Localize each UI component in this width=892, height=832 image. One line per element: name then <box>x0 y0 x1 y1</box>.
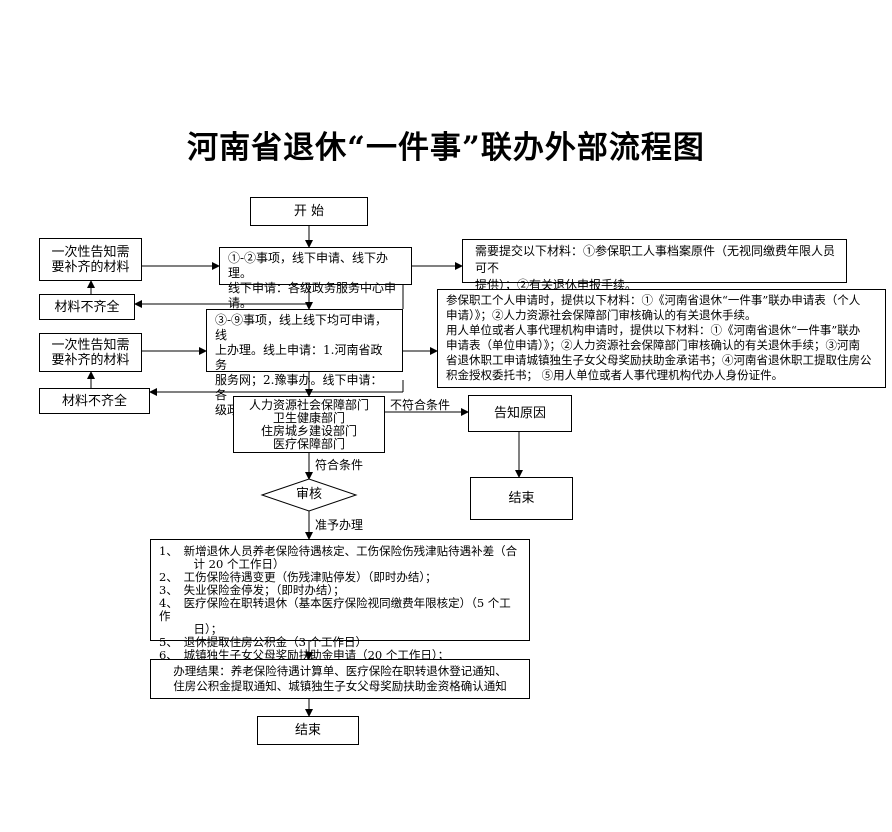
notice-box-1: 一次性告知需 要补齐的材料 <box>39 238 142 281</box>
missing-box-2: 材料不齐全 <box>39 388 150 414</box>
materials-box-1: 需要提交以下材料：①参保职工人事档案原件（无视同缴费年限人员可不 提供）；②有关… <box>462 239 847 292</box>
materials-box-2: 参保职工个人申请时，提供以下材料：①《河南省退休“一件事”联办申请表（个人 申请… <box>437 289 886 388</box>
outcome-box: 办理结果：养老保险待遇计算单、医疗保险在职转退休登记通知、 住房公积金提取通知、… <box>150 659 530 699</box>
label-approved: 准予办理 <box>315 518 364 532</box>
end-box-bottom: 结束 <box>257 716 359 745</box>
label-qualified: 符合条件 <box>315 458 364 472</box>
label-not-qualified: 不符合条件 <box>390 398 451 412</box>
result-item-1: 1、 新增退休人员养老保险待遇核定、工伤保险伤残津贴待遇补差（合 计 20 个工… <box>159 544 518 571</box>
review-label: 审核 <box>295 487 322 502</box>
results-list-box: 1、 新增退休人员养老保险待遇核定、工伤保险伤残津贴待遇补差（合 计 20 个工… <box>150 539 530 662</box>
end-box-right: 结束 <box>470 477 573 520</box>
result-item-6: 6、 城镇独生子女父母奖励扶助金申请（20 个工作日）； <box>159 648 450 662</box>
review-diamond <box>260 478 358 512</box>
result-item-4: 4、 医疗保险在职转退休（基本医疗保险视同缴费年限核定）（5 个工作 日）； <box>159 596 511 636</box>
result-item-3: 3、 失业保险金停发；（即时办结）； <box>159 583 345 597</box>
page-title: 河南省退休“一件事”联办外部流程图 <box>187 130 705 166</box>
start-box: 开 始 <box>250 197 368 226</box>
departments-box: 人力资源社会保障部门 卫生健康部门 住房城乡建设部门 医疗保障部门 <box>233 396 385 453</box>
notice-box-2: 一次性告知需 要补齐的材料 <box>39 333 142 372</box>
step1-box: ①-②事项，线下申请、线下办理。 线下申请：各级政务服务中心申请。 <box>219 247 412 310</box>
result-item-2: 2、 工伤保险待遇变更（伤残津贴停发）（即时办结）； <box>159 570 437 584</box>
missing-box-1: 材料不齐全 <box>39 294 135 320</box>
result-item-5: 5、 退休提取住房公积金（3 个工作日） <box>159 635 368 649</box>
inform-reason-box: 告知原因 <box>468 395 572 432</box>
step2-box: ③-⑨事项，线上线下均可申请，线 上办理。线上申请：1.河南省政务 服务网；2.… <box>206 309 403 417</box>
